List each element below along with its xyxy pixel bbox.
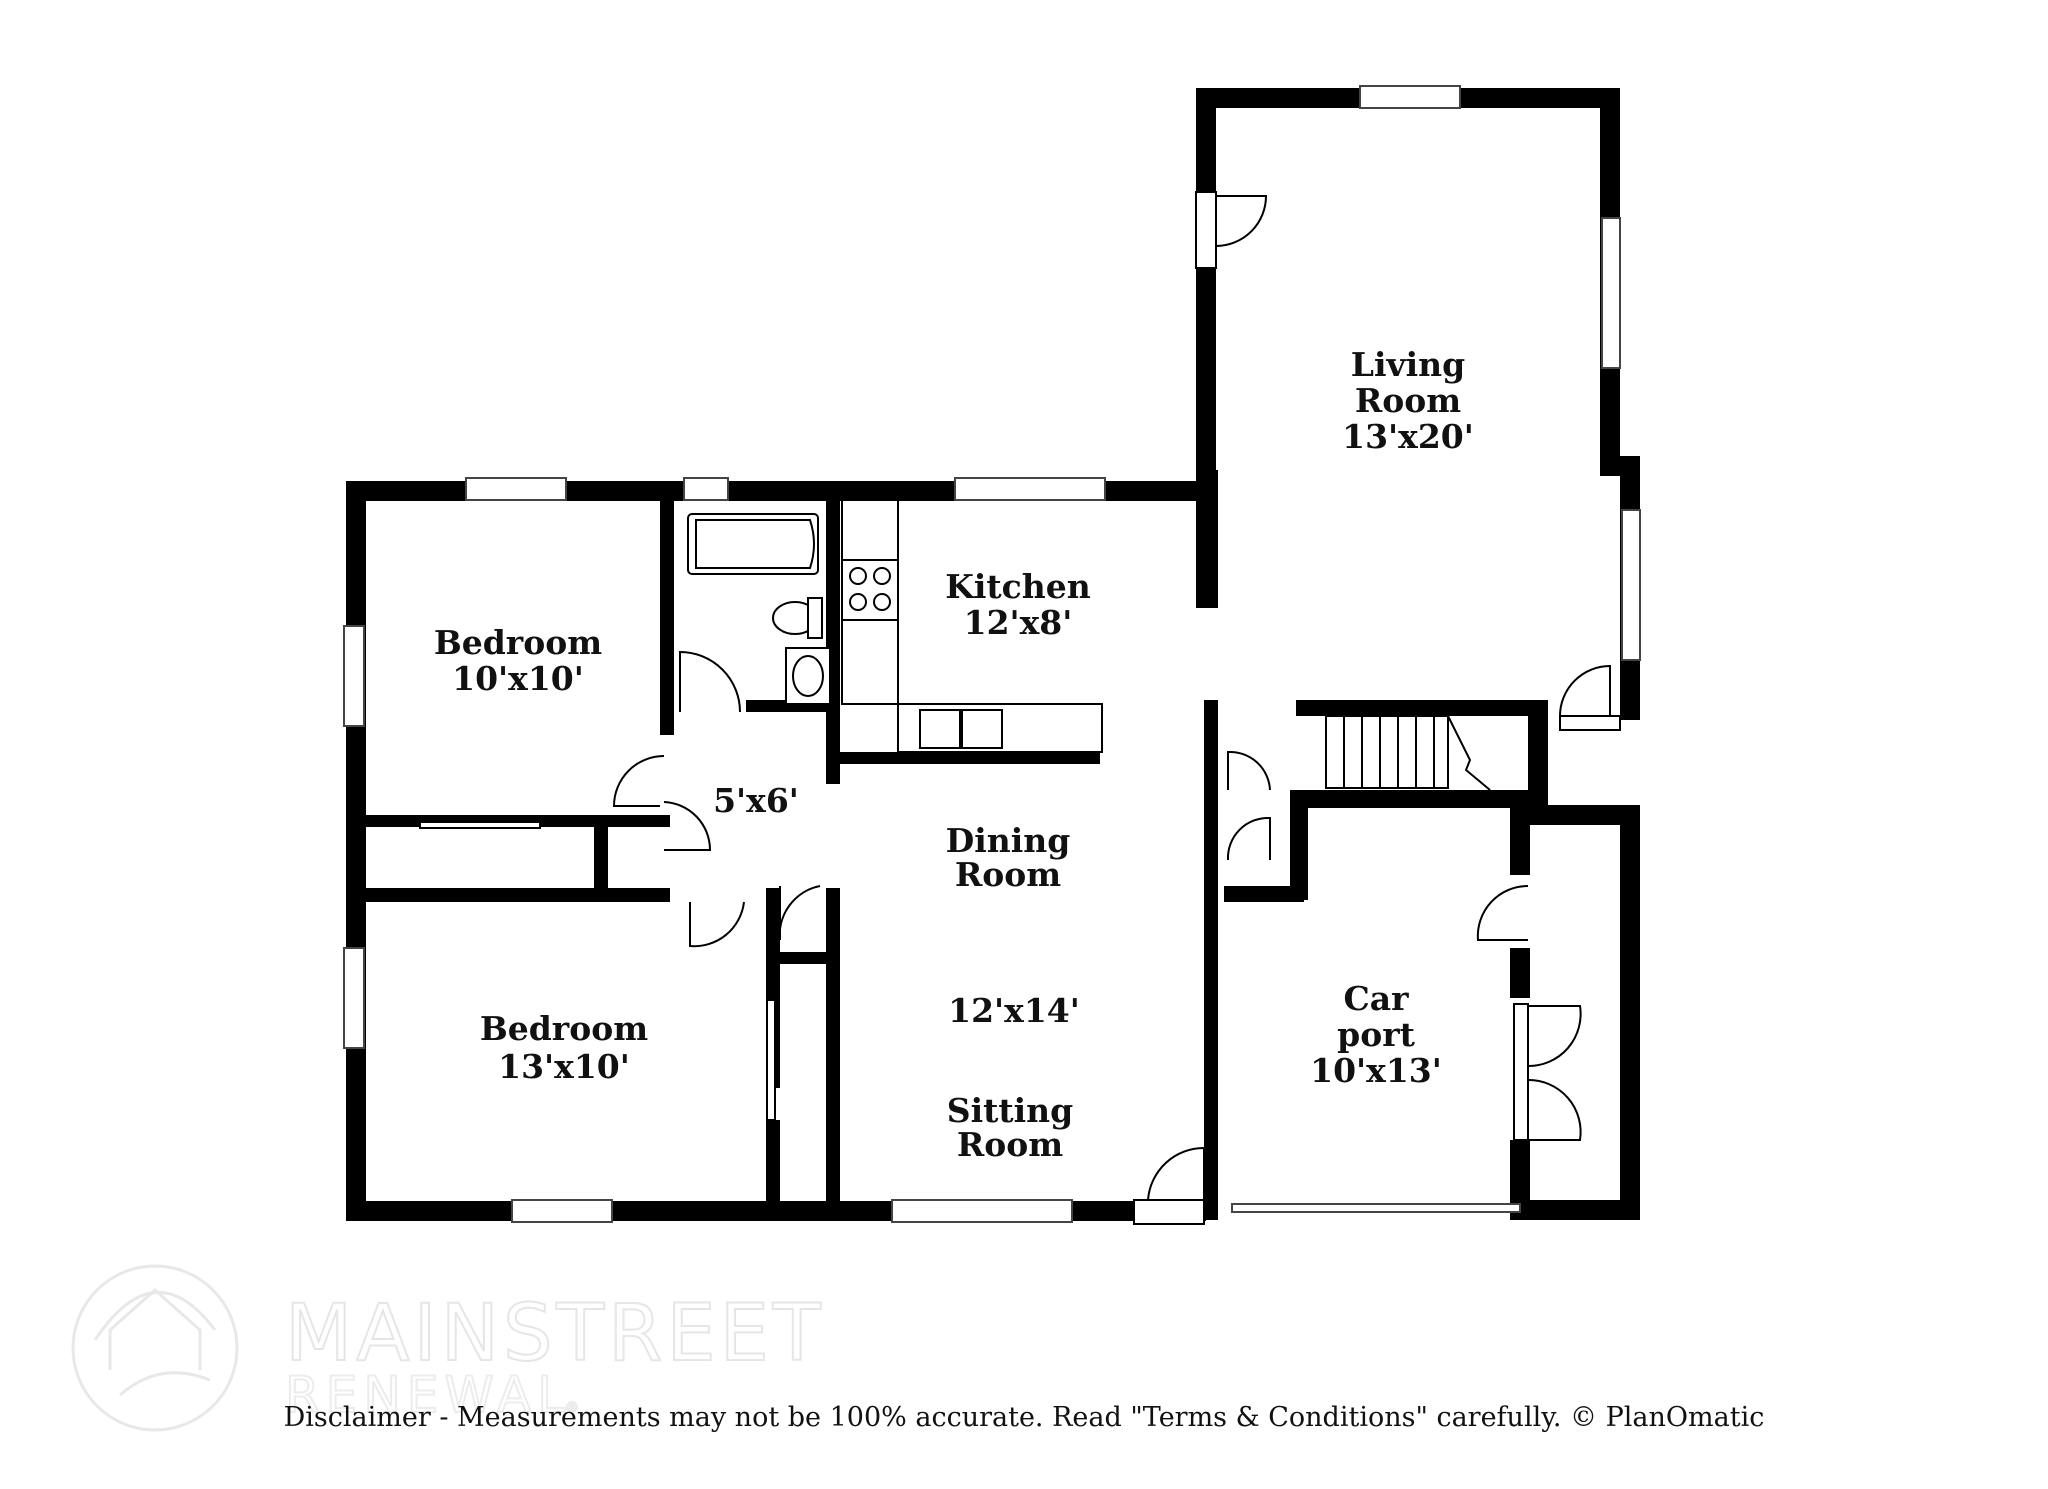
bedroom-bottom-dims: 13'x10' bbox=[498, 1047, 630, 1086]
kitchen-label: Kitchen bbox=[945, 567, 1091, 606]
sitting-room-label-line1: Sitting bbox=[947, 1091, 1073, 1130]
watermark-line1: MAINSTREET bbox=[285, 1289, 825, 1379]
bedroom-top-dims: 10'x10' bbox=[452, 659, 584, 698]
dining-room-label-line2: Room bbox=[955, 855, 1061, 894]
watermark: MAINSTREET RENEWAL ® bbox=[71, 1264, 825, 1432]
living-room-label-line1: Living bbox=[1351, 345, 1466, 384]
windows bbox=[343, 85, 1641, 1223]
carport-label-line2: port bbox=[1337, 1015, 1415, 1054]
sitting-room-label-line2: Room bbox=[957, 1125, 1063, 1164]
hall-dims: 5'x6' bbox=[713, 781, 799, 820]
carport-label-line1: Car bbox=[1343, 979, 1409, 1018]
doors bbox=[419, 191, 1621, 1225]
watermark-line2: RENEWAL bbox=[285, 1366, 571, 1424]
dining-room-label-line1: Dining bbox=[946, 821, 1071, 860]
fixtures bbox=[687, 499, 1491, 791]
dining-room-dims: 12'x14' bbox=[948, 991, 1080, 1030]
carport-dims: 10'x13' bbox=[1310, 1051, 1442, 1090]
house-logo-icon bbox=[71, 1264, 239, 1432]
watermark-registered: ® bbox=[565, 1400, 579, 1416]
living-room-label-line2: Room bbox=[1355, 381, 1461, 420]
bedroom-top-label: Bedroom bbox=[434, 623, 602, 662]
stairs bbox=[1325, 715, 1491, 791]
living-room-dims: 13'x20' bbox=[1342, 417, 1474, 456]
disclaimer: Disclaimer - Measurements may not be 100… bbox=[283, 1402, 1765, 1433]
room-labels: Living Room 13'x20' Kitchen 12'x8' Bedro… bbox=[434, 345, 1474, 1164]
kitchen-dims: 12'x8' bbox=[964, 603, 1073, 642]
bedroom-bottom-label: Bedroom bbox=[480, 1009, 648, 1048]
